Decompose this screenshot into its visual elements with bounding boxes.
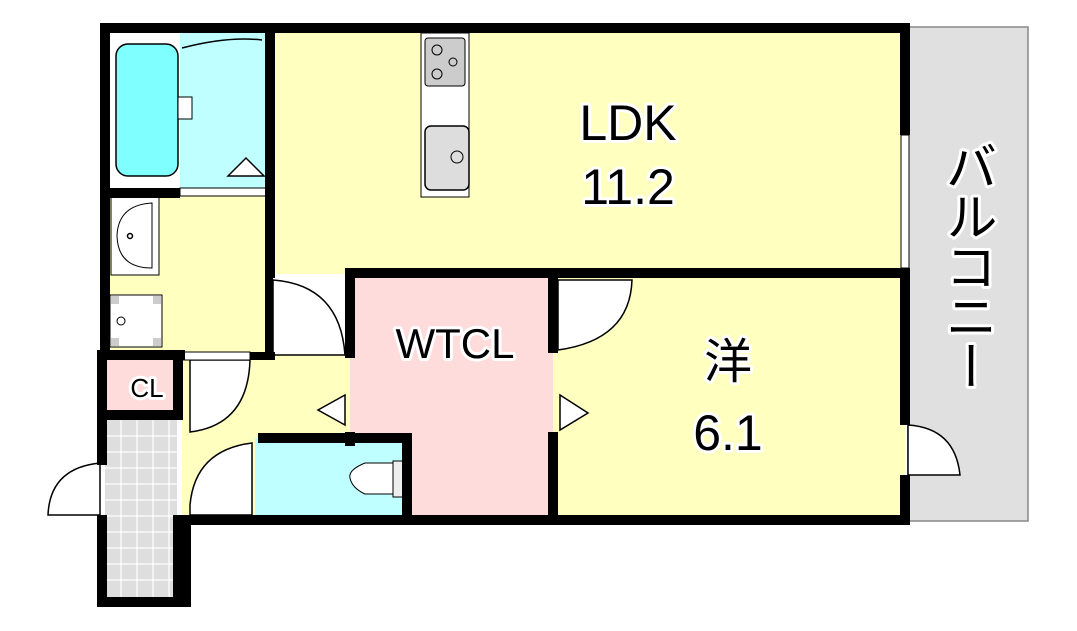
bath-door-frame <box>179 187 269 197</box>
bathroom-floor <box>180 30 270 190</box>
stove-icon <box>424 37 466 87</box>
closet-door[interactable] <box>189 359 251 433</box>
western-room-label: 洋 <box>704 336 752 389</box>
closet-floor <box>105 357 177 413</box>
toilet-door[interactable] <box>189 442 253 516</box>
ldk-door[interactable] <box>272 279 346 356</box>
closet-label: CL <box>130 373 163 403</box>
bathtub <box>115 43 179 177</box>
ldk-floor <box>270 30 905 274</box>
wtcl-door-left[interactable] <box>316 393 346 427</box>
kitchen-counter <box>420 32 470 198</box>
ldk-label: LDK <box>579 95 676 151</box>
entrance-door[interactable] <box>47 462 101 516</box>
western-room-size: 6.1 <box>693 405 763 461</box>
balcony-door[interactable] <box>907 424 961 476</box>
wtcl-label: WTCL <box>396 320 515 367</box>
ldk-window <box>900 134 910 269</box>
bath-door-icon <box>226 156 266 177</box>
bath-faucet <box>177 96 193 120</box>
entrance-tiles <box>105 420 177 602</box>
washbasin-icon <box>110 196 160 276</box>
sink-icon <box>424 125 470 191</box>
shower-curve <box>181 38 263 49</box>
wtcl-door-right[interactable] <box>559 393 590 432</box>
closet-door-frame <box>182 351 251 361</box>
toilet-icon <box>349 460 404 498</box>
ldk-size: 11.2 <box>581 159 675 215</box>
washing-machine-icon <box>109 294 163 348</box>
balcony-label: バルコニー <box>937 140 995 390</box>
western-room-door[interactable] <box>557 279 633 351</box>
walls <box>97 23 910 607</box>
